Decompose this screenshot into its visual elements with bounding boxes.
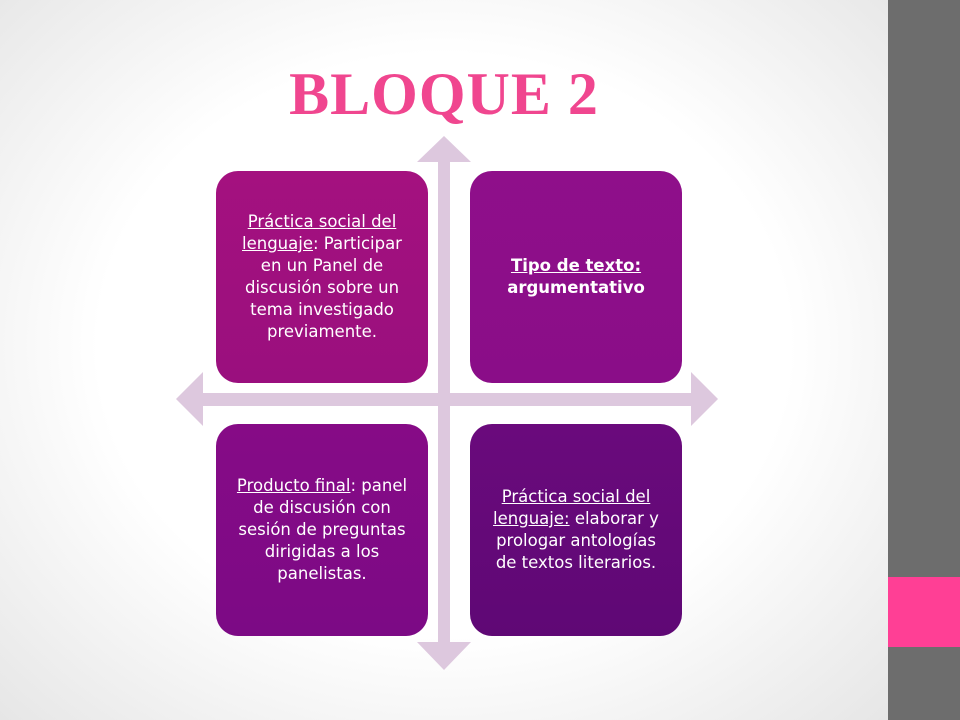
side-accent-block xyxy=(888,577,960,647)
quadrant-text: : panel de discusión con sesión de pregu… xyxy=(238,476,408,583)
axis-arrow-down xyxy=(417,642,471,670)
slide-title: BLOQUE 2 xyxy=(289,61,599,127)
axis-arrow-right xyxy=(691,372,718,426)
quadrant-text: argumentativo xyxy=(507,278,645,297)
quadrant-heading: Práctica social del lenguaje xyxy=(242,212,397,253)
quadrant-text: : Participar en un Panel de discusión so… xyxy=(244,234,402,341)
quadrant-heading: Producto final xyxy=(236,476,351,495)
quadrant-bottom-left: Producto final: panel de discusión con s… xyxy=(216,424,428,636)
quadrant-heading: Práctica social del lenguaje: xyxy=(493,487,651,528)
quadrant-axes xyxy=(176,136,718,670)
axis-arrow-left xyxy=(176,372,203,426)
quadrant-top-right: Tipo de texto: argumentativo xyxy=(470,171,682,383)
quadrant-top-left: Práctica social del lenguaje: Participar… xyxy=(216,171,428,383)
quadrant-heading: Tipo de texto: xyxy=(510,256,642,275)
quadrant-bottom-right: Práctica social del lenguaje: elaborar y… xyxy=(470,424,682,636)
quadrant-text: elaborar y prologar antologías de textos… xyxy=(495,509,659,572)
horizontal-axis-line xyxy=(200,393,698,406)
axis-arrow-up xyxy=(417,136,471,162)
